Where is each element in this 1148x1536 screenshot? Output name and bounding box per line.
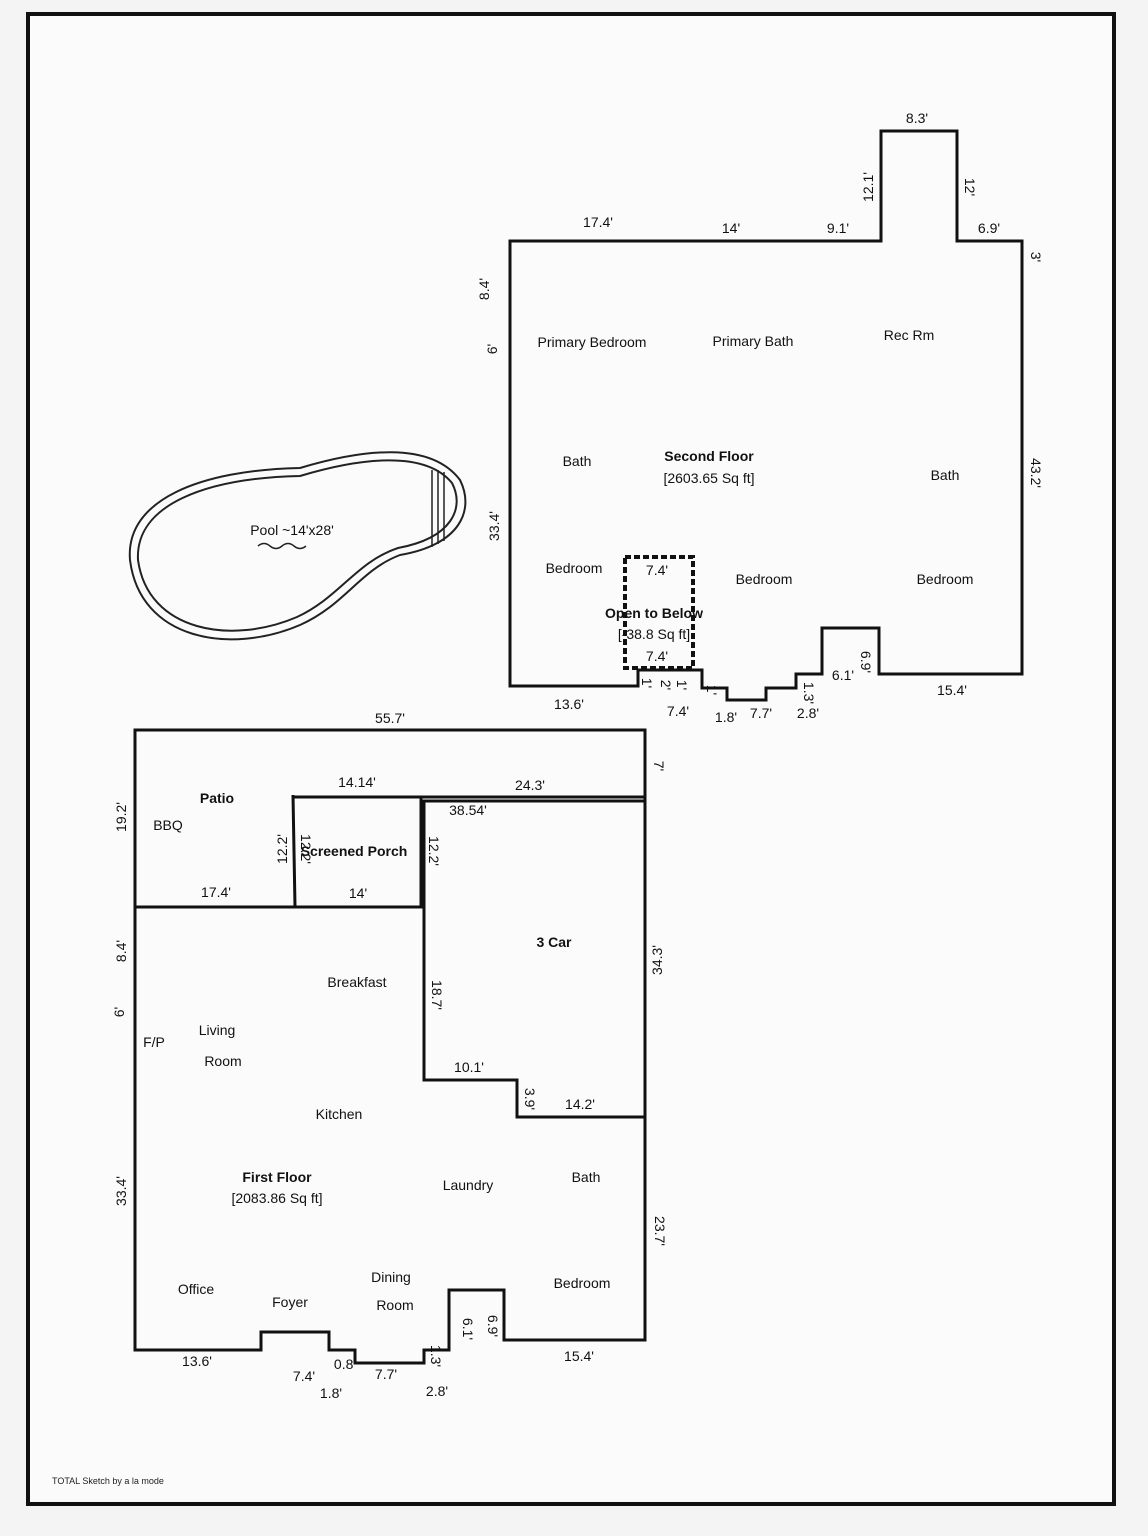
dim: 1.8' xyxy=(319,1385,343,1401)
dim: 7.4' xyxy=(292,1368,316,1384)
dim: 17.4' xyxy=(201,884,231,900)
room-living: Living xyxy=(198,1022,236,1038)
dim: 14' xyxy=(721,220,741,236)
dim: 55.7' xyxy=(375,710,405,726)
dim: 3.9' xyxy=(522,1087,538,1111)
dim: 13.6' xyxy=(182,1353,212,1369)
dim: 33.4' xyxy=(486,511,502,541)
dim: 1.3' xyxy=(428,1344,444,1368)
open-to-below-area: [-38.8 Sq ft] xyxy=(617,626,691,642)
screened-porch-left xyxy=(291,794,297,908)
first-floor-area: [2083.86 Sq ft] xyxy=(231,1190,323,1206)
room-dining-room: Room xyxy=(376,1297,414,1313)
dim: 6.1' xyxy=(831,667,855,683)
dim: 7.7' xyxy=(374,1366,398,1382)
dim: 15.4' xyxy=(937,682,967,698)
room-patio: Patio xyxy=(199,790,235,806)
dim: 12' xyxy=(962,177,978,197)
dim: 1' xyxy=(674,679,690,691)
room-dining: Dining xyxy=(371,1269,411,1285)
fireplace-label: F/P xyxy=(143,1034,165,1050)
dim: 6.1' xyxy=(460,1317,476,1341)
dim: 15.4' xyxy=(564,1348,594,1364)
garage-outline xyxy=(422,799,647,1119)
dim: 6' xyxy=(484,343,500,355)
sketch-credit: TOTAL Sketch by a la mode xyxy=(52,1476,164,1486)
dim: 18.7' xyxy=(429,980,445,1010)
dim: 14' xyxy=(348,885,368,901)
dim: 10.1' xyxy=(454,1059,484,1075)
dim: 6.9' xyxy=(485,1314,501,1338)
dim: 24.3' xyxy=(515,777,545,793)
room-primary-bath: Primary Bath xyxy=(712,333,794,349)
dim: 8.3' xyxy=(905,110,929,126)
dim: 1' xyxy=(704,684,720,696)
room-bedroom: Bedroom xyxy=(553,1275,611,1291)
dim: 17.4' xyxy=(583,214,613,230)
room-living-room: Room xyxy=(204,1053,242,1069)
dim: 34.3' xyxy=(649,945,665,975)
first-floor-outline xyxy=(133,728,647,1365)
room-bedroom-1: Bedroom xyxy=(545,560,603,576)
dim: 9.1' xyxy=(826,220,850,236)
dim: 23.7' xyxy=(652,1216,668,1246)
room-bath-2: Bath xyxy=(930,467,960,483)
sheet-border xyxy=(26,12,1116,1506)
dim: 14.14' xyxy=(338,774,376,790)
room-screened-porch: Screened Porch xyxy=(300,843,408,859)
dim: 7.7' xyxy=(749,705,773,721)
dim: 6.9' xyxy=(858,650,874,674)
open-to-below-label: Open to Below xyxy=(605,605,703,621)
room-bedroom-3: Bedroom xyxy=(916,571,974,587)
dim: 6' xyxy=(111,1006,127,1018)
dim: 12.2' xyxy=(274,834,290,864)
pool-water-wave xyxy=(257,542,307,550)
room-laundry: Laundry xyxy=(442,1177,494,1193)
dim: 12.2' xyxy=(298,834,314,864)
dim: 33.4' xyxy=(113,1176,129,1206)
dim: 8.4' xyxy=(476,277,492,301)
dim: 7.4' xyxy=(645,648,669,664)
dim: 0.8' xyxy=(333,1356,357,1372)
room-primary-bedroom: Primary Bedroom xyxy=(537,334,647,350)
room-office: Office xyxy=(177,1281,215,1297)
room-kitchen: Kitchen xyxy=(315,1106,363,1122)
dim: 2' xyxy=(658,679,674,691)
dim: 7.4' xyxy=(645,562,669,578)
dim: 43.2' xyxy=(1028,458,1044,488)
open-to-below-box xyxy=(623,555,695,670)
dim: 1' xyxy=(639,677,655,689)
dim: 38.54' xyxy=(449,802,487,818)
room-3-car-garage: 3 Car xyxy=(536,934,572,950)
room-foyer: Foyer xyxy=(272,1294,308,1310)
dim: 2.8' xyxy=(796,705,820,721)
room-rec-rm: Rec Rm xyxy=(883,327,935,343)
dim: 14.2' xyxy=(565,1096,595,1112)
pool-label: Pool ~14'x28' xyxy=(250,522,334,538)
dim: 2.8' xyxy=(425,1383,449,1399)
dim: 7.4' xyxy=(666,703,690,719)
dim: 12.2' xyxy=(426,836,442,866)
dim: 13.6' xyxy=(554,696,584,712)
pool-outline-inner xyxy=(136,459,458,632)
room-bath-1: Bath xyxy=(562,453,592,469)
first-floor-title: First Floor xyxy=(242,1169,312,1185)
dim: 19.2' xyxy=(113,802,129,832)
dim: 7' xyxy=(651,760,667,772)
room-breakfast: Breakfast xyxy=(327,974,387,990)
dim: 1.8' xyxy=(714,709,738,725)
dim: 8.4' xyxy=(113,939,129,963)
dim: 12.1' xyxy=(860,172,876,202)
room-bath: Bath xyxy=(571,1169,601,1185)
room-bedroom-2: Bedroom xyxy=(735,571,793,587)
dim: 6.9' xyxy=(977,220,1001,236)
pool-outline-outer xyxy=(128,451,467,641)
dim: 3' xyxy=(1028,251,1044,263)
second-floor-title: Second Floor xyxy=(664,448,754,464)
bbq-label: BBQ xyxy=(153,817,183,833)
dim: 1.3' xyxy=(801,681,817,705)
second-floor-area: [2603.65 Sq ft] xyxy=(663,470,755,486)
